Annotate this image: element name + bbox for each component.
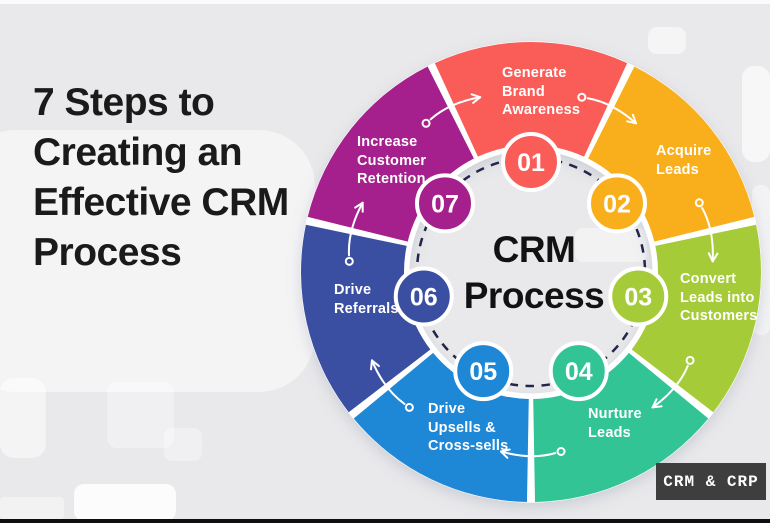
step-number-03: 03 [624,283,652,311]
flow-arrow-02-to-03 [694,198,719,263]
arrowhead-icon [370,359,380,368]
segment-label-02: Acquire Leads [656,143,712,178]
arrowhead-icon [354,201,364,209]
arrowhead-icon [499,450,509,459]
watermark-badge: CRM & CRP [656,463,766,500]
flow-arrow-01-to-02 [577,92,637,125]
arrow-tail-dot-icon [404,402,414,412]
arrowhead-icon [711,252,719,263]
segment-label-04: Nurture Leads [588,406,642,441]
background-shape [74,484,176,521]
segment-04 [533,352,709,502]
segment-02 [588,66,755,242]
segment-07 [307,66,474,242]
segment-label-05: Drive Upsells & Cross-sells [428,401,509,454]
segment-label-03: Convert Leads into Customers [680,271,758,324]
flow-arrow-04-to-05 [499,447,566,459]
step-badge-01: 01 [501,132,561,192]
flow-arrow-03-to-04 [651,355,695,409]
step-number-06: 06 [410,283,438,311]
step-number-04: 04 [565,358,593,386]
segment-label-07: Increase Customer Retention [357,134,427,187]
segment-label-06: Drive Referrals [334,282,399,317]
wheel-center-title: CRM Process [463,229,605,316]
background-shape [164,428,202,461]
step-badge-07: 07 [415,173,475,234]
arrow-tail-dot-icon [685,355,695,365]
arrowhead-icon [470,93,482,99]
background-shape [0,378,46,458]
step-number-02: 02 [603,190,631,218]
bottom-edge-bar [0,519,770,523]
arrow-tail-dot-icon [421,118,431,128]
arrow-tail-dot-icon [694,198,704,208]
flow-arrow-07-to-01 [421,93,482,128]
background-shape [107,382,174,448]
segment-03 [631,224,761,413]
segment-05 [353,352,529,502]
step-number-07: 07 [431,190,459,218]
segment-label-01: Generate Brand Awareness [502,65,581,118]
step-badge-05: 05 [453,341,514,402]
arrow-tail-dot-icon [577,92,587,102]
arrowhead-icon [472,96,482,104]
arrowhead-icon [631,113,637,125]
arrowhead-icon [626,120,637,125]
arrowhead-icon [707,252,714,263]
top-edge-strip [0,0,770,4]
step-number-01: 01 [517,149,545,177]
flow-arrow-06-to-07 [344,201,364,266]
arrowhead-icon [499,448,511,453]
background-shape [648,27,686,54]
flow-arrow-05-to-06 [370,359,414,412]
background-shape [0,130,315,392]
step-badge-03: 03 [608,266,669,327]
background-shape [0,497,64,519]
step-badge-06: 06 [393,266,454,327]
background-shape [742,66,770,162]
arrow-tail-dot-icon [344,256,354,266]
arrow-tail-dot-icon [556,447,566,456]
background-shape [575,228,647,262]
arrowhead-icon [651,405,663,409]
segment-06 [301,224,431,413]
arrowhead-icon [651,398,658,409]
page-title: 7 Steps to Creating an Effective CRM Pro… [33,81,289,274]
step-badge-02: 02 [587,173,647,234]
step-number-05: 05 [469,358,497,386]
step-badge-04: 04 [548,341,609,402]
segment-01 [434,42,628,157]
arrowhead-icon [370,359,373,371]
